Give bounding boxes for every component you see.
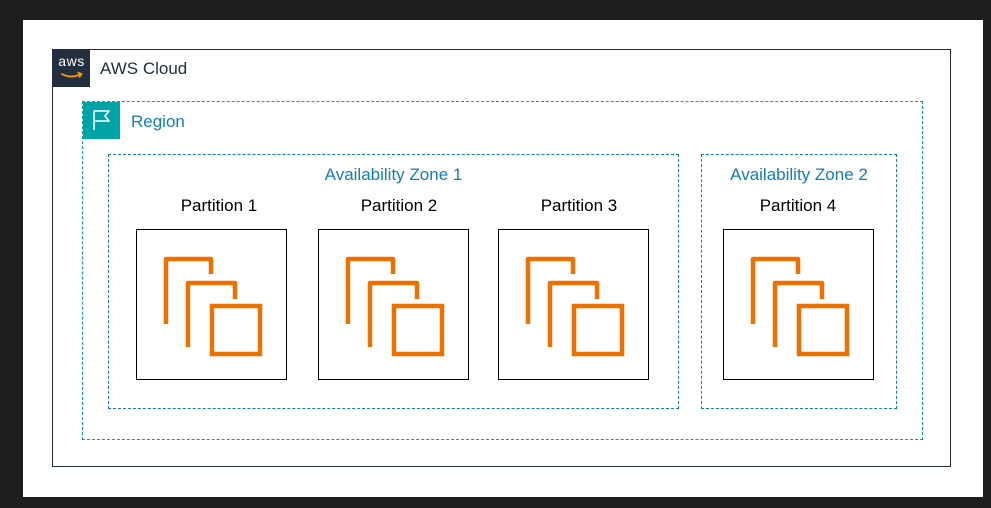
partition-label: Partition 2 xyxy=(360,196,438,215)
aws-cloud-group: aws AWS Cloud xyxy=(52,49,951,467)
aws-logo-icon: aws xyxy=(53,50,90,87)
region-flag-icon xyxy=(83,102,120,139)
availability-zone-label: Availability Zone 2 xyxy=(730,165,868,184)
partition-label: Partition 3 xyxy=(540,196,618,215)
partition-box xyxy=(498,229,649,380)
partition-label: Partition 1 xyxy=(180,196,258,215)
partition-label: Partition 4 xyxy=(759,196,837,215)
ec2-instances-icon xyxy=(345,256,445,357)
partition-box xyxy=(318,229,469,380)
availability-zone-2: Availability Zone 2 xyxy=(701,154,897,409)
partition-box xyxy=(136,229,287,380)
diagram-canvas: aws AWS Cloud Region Availability Zone 1… xyxy=(23,20,983,497)
aws-logo-text: aws xyxy=(58,53,85,69)
ec2-instances-icon xyxy=(525,256,625,357)
ec2-instances-icon xyxy=(750,256,850,357)
availability-zone-1: Availability Zone 1 xyxy=(108,154,679,409)
aws-cloud-label: AWS Cloud xyxy=(100,59,188,78)
region-group: Region xyxy=(82,101,923,440)
availability-zone-label: Availability Zone 1 xyxy=(324,165,463,184)
partition-box xyxy=(723,229,874,380)
ec2-instances-icon xyxy=(163,256,263,357)
region-label: Region xyxy=(131,112,185,131)
